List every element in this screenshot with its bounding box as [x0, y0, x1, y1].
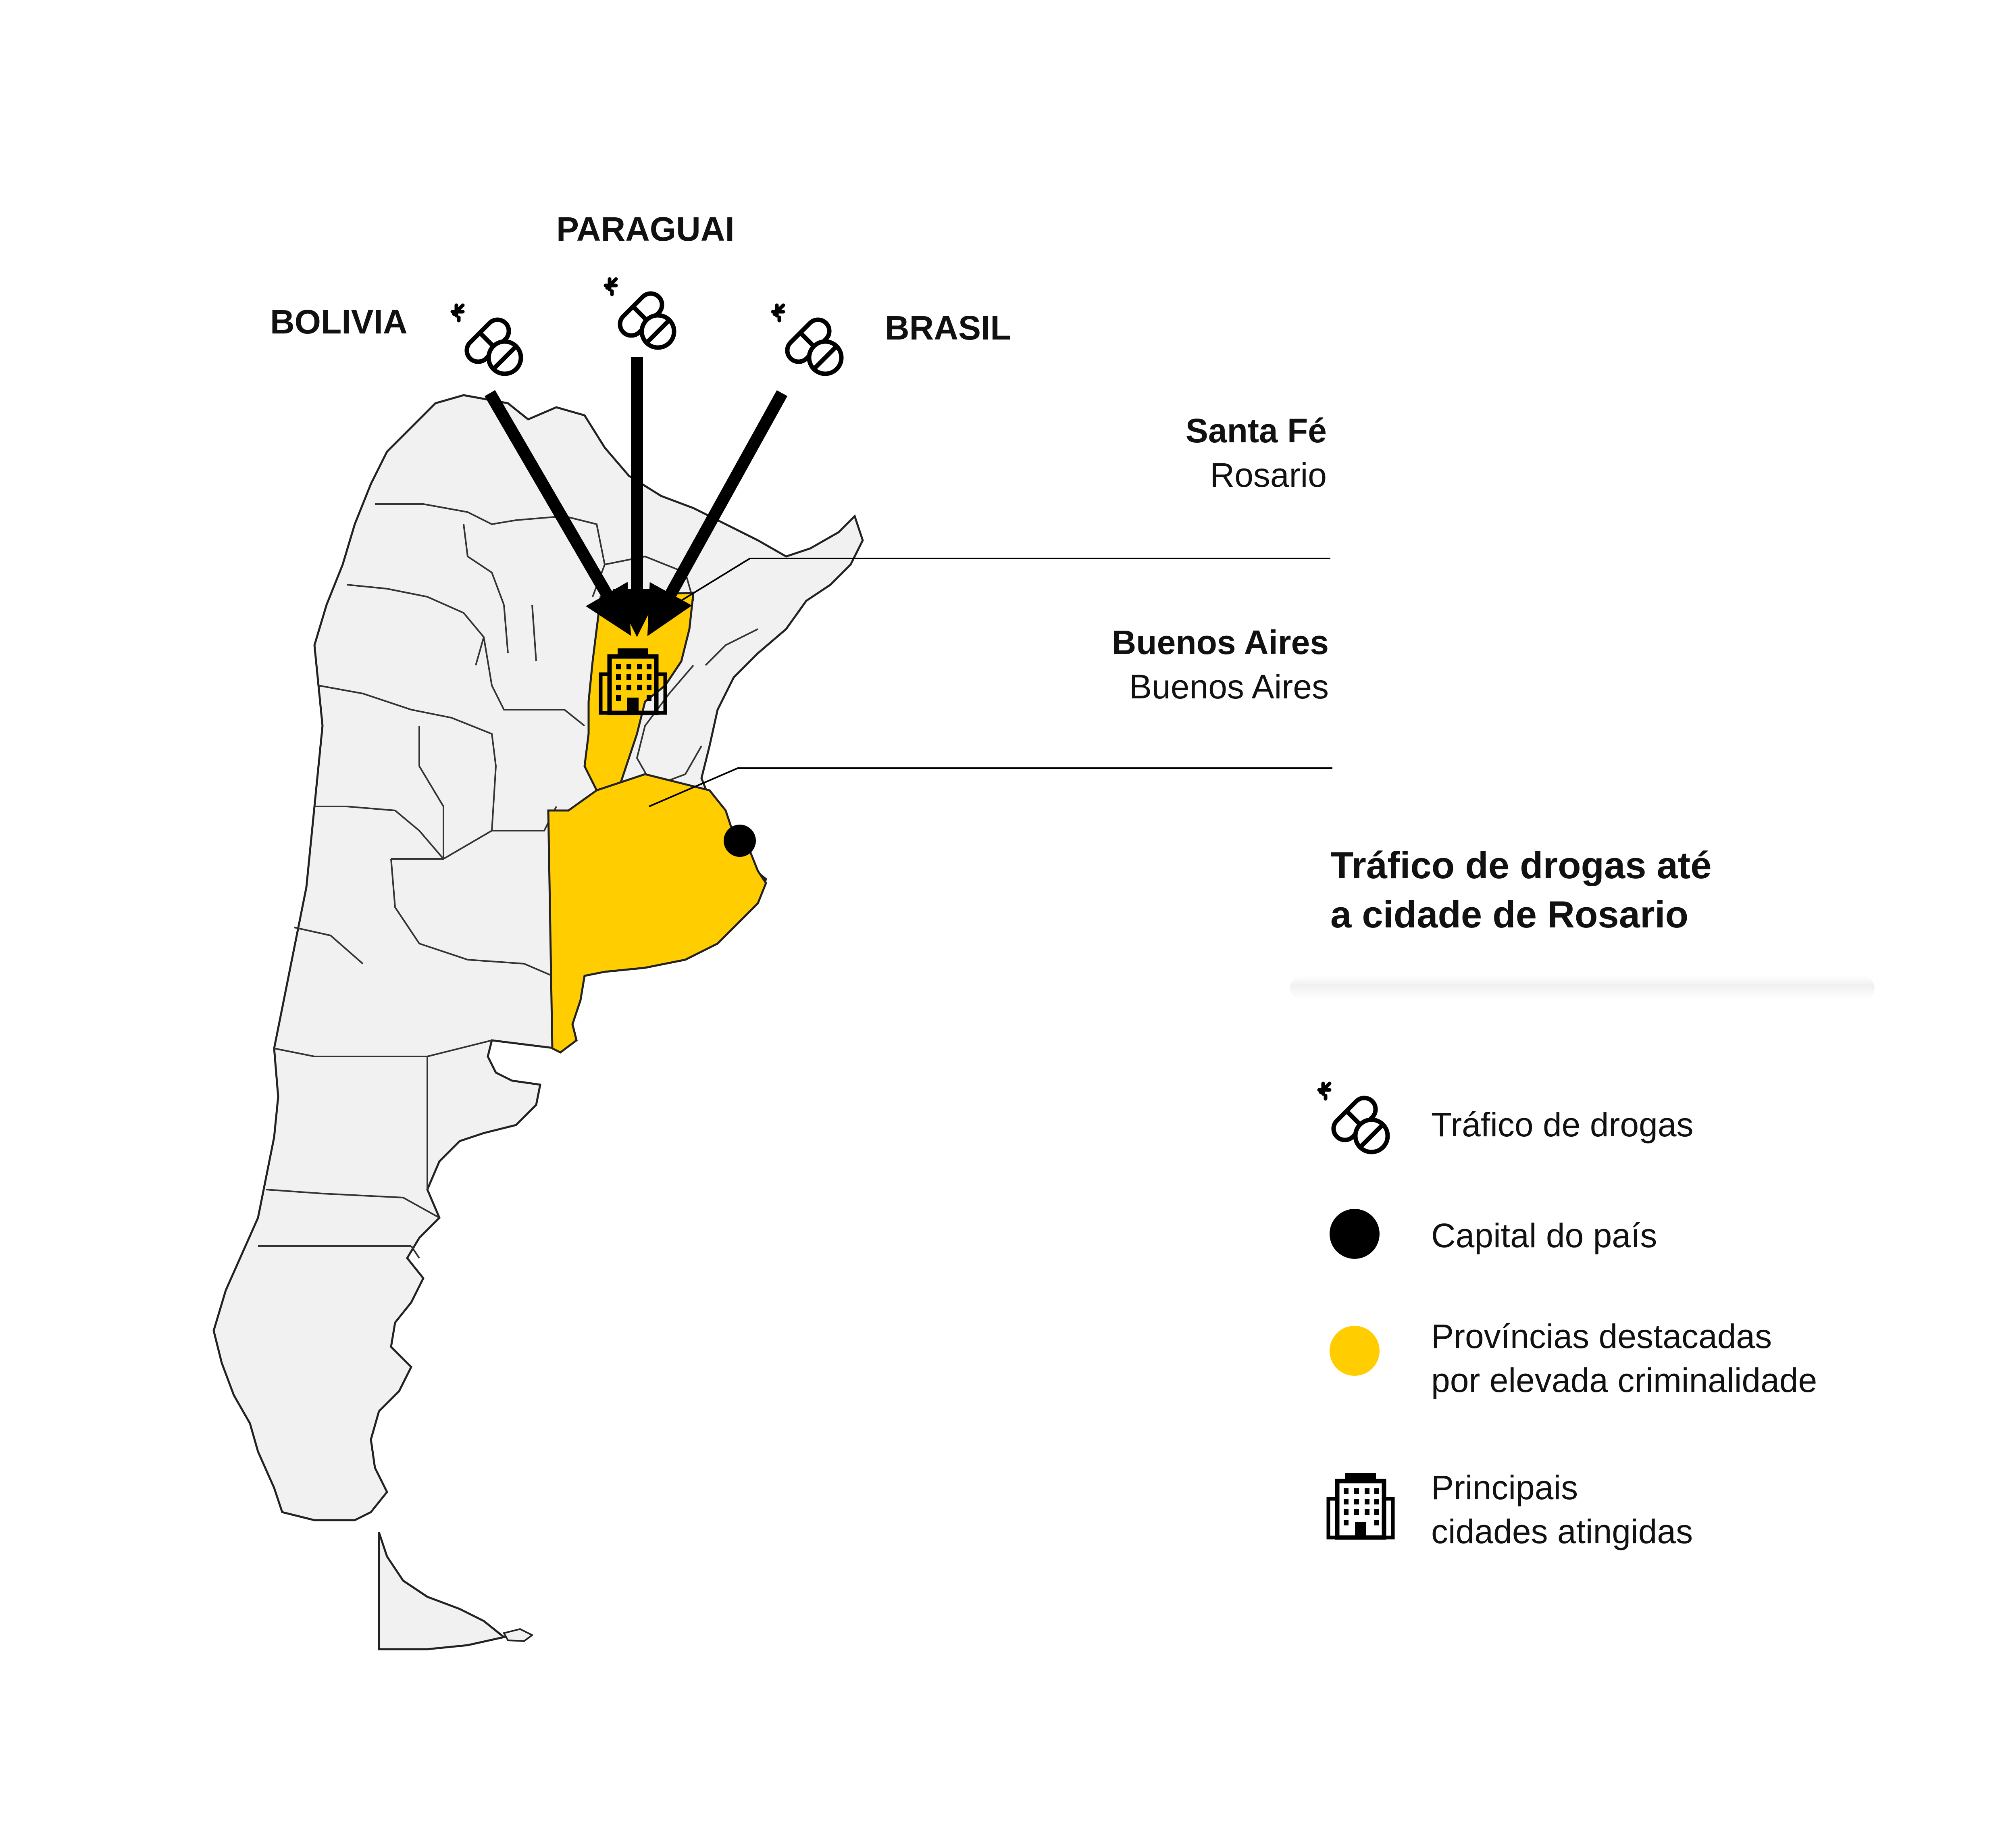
legend-label-capital: Capital do país: [1431, 1217, 1657, 1254]
legend-label-cities-line1: Principais: [1431, 1469, 1578, 1506]
legend-label-provinces-line1: Províncias destacadas: [1431, 1317, 1772, 1355]
falkland-fragment: [502, 1628, 534, 1642]
arrow-bolivia: [485, 390, 631, 636]
callout-city-buenos-aires: Buenos Aires: [1129, 668, 1329, 706]
legend-title-line1: Tráfico de drogas até: [1330, 844, 1712, 886]
legend-label-cities: Principais cidades atingidas: [1431, 1466, 1693, 1554]
callout-province-buenos-aires: Buenos Aires: [1111, 623, 1329, 661]
callout-province-santa-fe: Santa Fé: [1185, 412, 1327, 450]
legend-label-drugs: Tráfico de drogas: [1431, 1106, 1694, 1144]
legend-label-provinces-line2: por elevada criminalidade: [1431, 1361, 1817, 1400]
label-bolivia: BOLIVIA: [270, 303, 408, 341]
legend-title: Tráfico de drogas até a cidade de Rosari…: [1330, 841, 1712, 939]
buenos-aires-leader-line: [649, 767, 1332, 807]
building-icon: [1328, 1473, 1393, 1538]
black-dot-icon: [1330, 1209, 1380, 1259]
pills-icon: [773, 305, 841, 374]
capital-dot: [724, 825, 756, 857]
santa-fe-province: [583, 592, 695, 792]
pills-icon: [606, 279, 674, 348]
legend-label-cities-line2: cidades atingidas: [1431, 1513, 1693, 1551]
buenos-aires-province: [547, 773, 767, 1054]
argentina-landmass: [212, 394, 864, 1521]
tierra-del-fuego: [378, 1532, 506, 1650]
legend-label-provinces: Províncias destacadas por elevada crimin…: [1431, 1315, 1817, 1402]
label-paraguai: PARAGUAI: [556, 210, 735, 248]
pills-icon: [1319, 1083, 1388, 1152]
arrow-brasil: [647, 390, 788, 636]
legend-title-line2: a cidade de Rosario: [1330, 893, 1689, 936]
callout-city-rosario: Rosario: [1210, 456, 1327, 494]
pills-icon: [452, 305, 521, 374]
yellow-dot-icon: [1330, 1326, 1380, 1376]
title-divider: [1290, 976, 1875, 1000]
label-brasil: BRASIL: [885, 309, 1011, 347]
